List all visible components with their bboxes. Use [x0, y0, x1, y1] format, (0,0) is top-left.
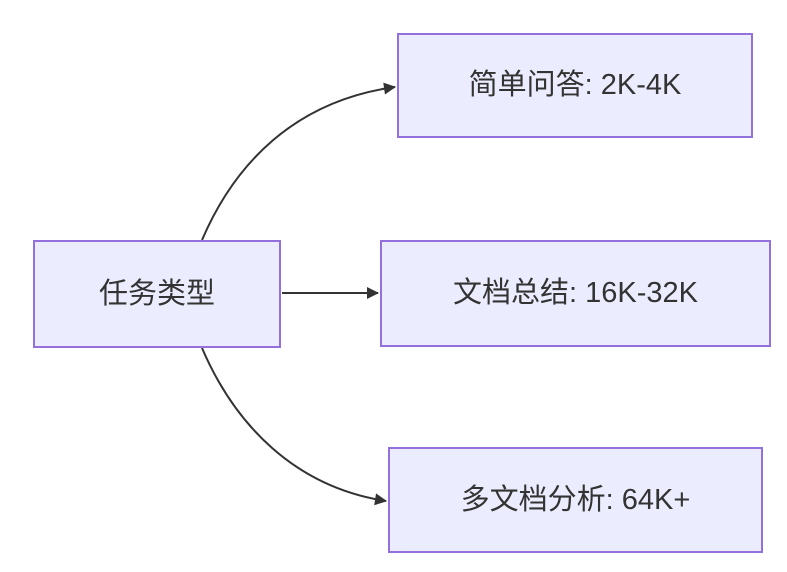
edge-root-to-multi-doc	[201, 347, 387, 506]
node-simple-qa-label: 简单问答: 2K-4K	[468, 69, 682, 102]
node-task-type-label: 任务类型	[98, 277, 215, 310]
node-task-type: 任务类型	[33, 240, 281, 348]
node-doc-summary: 文档总结: 16K-32K	[380, 240, 771, 347]
node-multi-doc-label: 多文档分析: 64K+	[460, 483, 691, 516]
node-simple-qa: 简单问答: 2K-4K	[397, 33, 753, 138]
edge-root-to-simple-qa	[201, 82, 396, 241]
node-doc-summary-label: 文档总结: 16K-32K	[453, 277, 698, 310]
node-multi-doc: 多文档分析: 64K+	[388, 447, 763, 553]
